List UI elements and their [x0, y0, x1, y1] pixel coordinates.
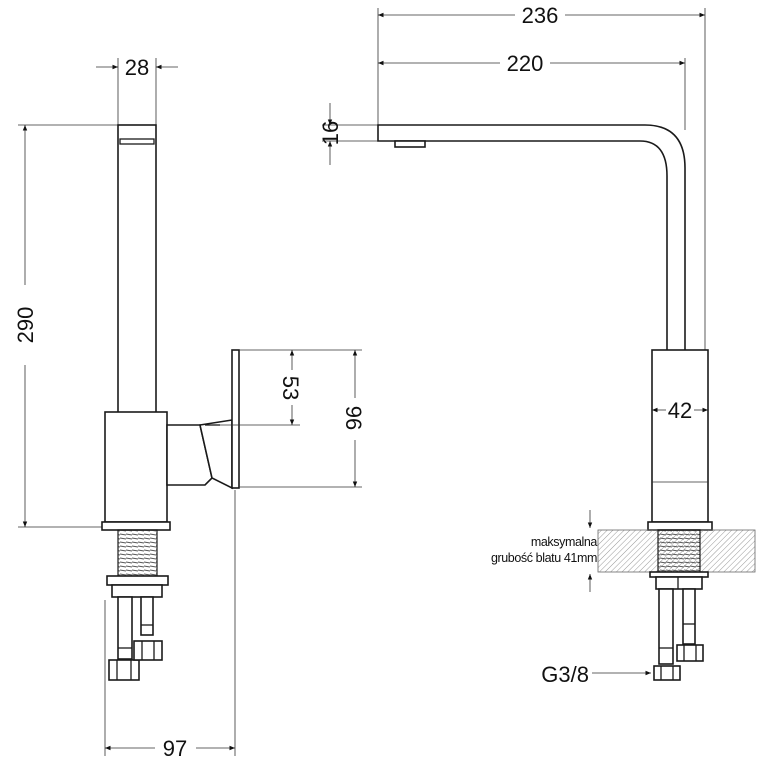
connection-label: G3/8: [541, 662, 589, 687]
note-max-thickness-line2: grubość blatu 41mm: [491, 551, 597, 565]
right-front-view: 236 220 16 42: [318, 3, 756, 687]
dim-spout-thickness: 16: [318, 121, 343, 145]
note-max-thickness-line1: maksymalna: [531, 535, 598, 549]
dim-handle-height: 96: [341, 406, 366, 430]
dim-body-diameter: 42: [668, 398, 692, 423]
dim-handle-offset: 53: [278, 376, 303, 400]
dim-spout-width: 28: [125, 55, 149, 80]
dim-total-height: 290: [13, 307, 38, 344]
left-side-view: 28 290 53: [13, 55, 366, 761]
dim-depth: 97: [163, 736, 187, 761]
dim-total-reach: 236: [522, 3, 559, 28]
dim-spout-reach: 220: [507, 51, 544, 76]
